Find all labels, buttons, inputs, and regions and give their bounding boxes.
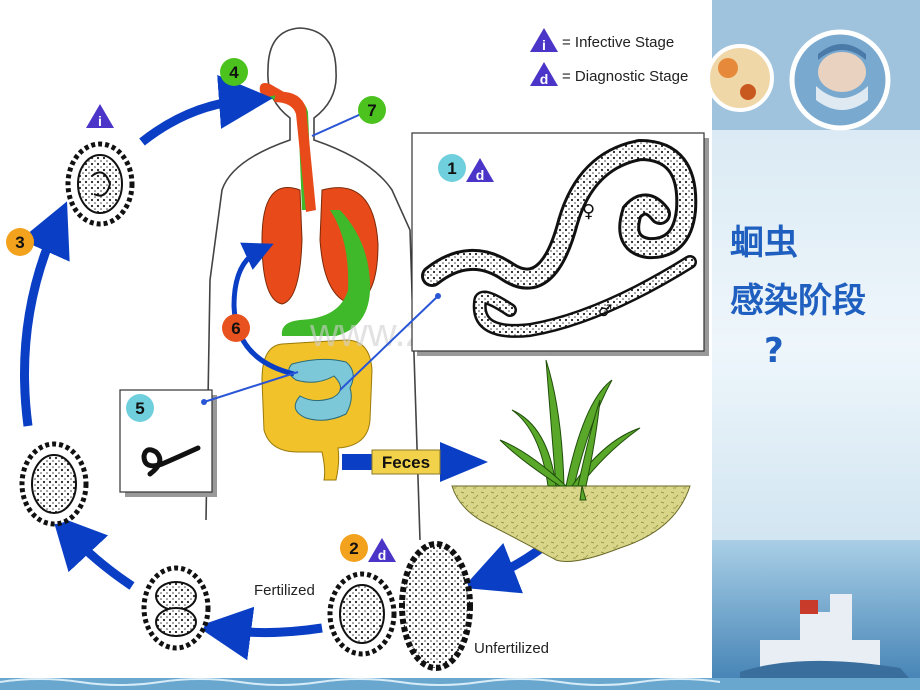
svg-text:d: d [378, 547, 387, 563]
feces-label-box [371, 449, 441, 475]
svg-text:1: 1 [447, 159, 456, 178]
fertilized-egg [327, 571, 397, 657]
stage-3-infective-marker: i [86, 104, 114, 129]
svg-text:3: 3 [15, 233, 24, 252]
male-worm-icon [475, 257, 695, 336]
leader-5-dot [201, 399, 207, 405]
small-intestine-icon [288, 358, 354, 421]
soil-icon [451, 485, 691, 562]
left-lung-icon [261, 187, 303, 305]
male-symbol: ♂ [598, 301, 612, 320]
stage-badge-5: 5 [126, 394, 154, 422]
diagnostic-symbol: d [540, 71, 549, 87]
svg-text:2: 2 [349, 539, 358, 558]
doctor-face-icon [818, 52, 866, 92]
unfertilized-label: Unfertilized [474, 640, 549, 657]
grass-icon [499, 359, 641, 501]
female-worm-icon [424, 141, 695, 287]
arrow-3-to-4 [139, 75, 273, 146]
arrow-6-migration [231, 242, 295, 377]
stage-badge-6: 6 [222, 314, 250, 342]
female-symbol: ♀ [582, 201, 595, 222]
embryonated-egg-3 [65, 141, 135, 227]
leader-5 [203, 371, 299, 403]
arrow-egg-to-3 [20, 201, 70, 427]
egg-early-left [19, 441, 89, 527]
stage-badge-1: 1 d [438, 154, 494, 183]
soil-with-grass [451, 359, 691, 562]
feces-label: Feces [382, 453, 430, 472]
infective-legend-text: = Infective Stage [562, 34, 674, 51]
stage-badge-3: 3 [6, 228, 34, 256]
surgical-cap-icon [818, 44, 866, 60]
infective-triangle-icon [530, 28, 558, 52]
pills-photo-circle [706, 44, 774, 112]
diagnostic-triangle-icon [466, 158, 494, 182]
diagnostic-legend-text: = Diagnostic Stage [562, 68, 688, 85]
leader-1 [339, 295, 439, 391]
legend: i = Infective Stage d = Diagnostic Stage [530, 28, 688, 87]
fertilized-label: Fertilized [254, 582, 315, 599]
svg-text:i: i [98, 113, 102, 129]
pill-icon [718, 58, 738, 78]
side-title-line1: 蛔虫 [730, 223, 798, 263]
infective-symbol: i [542, 37, 546, 53]
pill-icon [740, 84, 756, 100]
infective-triangle-icon [86, 104, 114, 128]
stage-badge-4: 4 [220, 58, 248, 86]
egg-two-cell [141, 565, 211, 651]
diagnostic-triangle-icon [530, 62, 558, 86]
arrow-egg-to-egg [51, 514, 135, 590]
side-title-line2: 感染阶段 [730, 281, 866, 321]
body-outline [205, 27, 421, 541]
svg-text:4: 4 [229, 63, 239, 82]
stage-badge-7: 7 [358, 96, 386, 124]
svg-text:5: 5 [135, 399, 144, 418]
stomach-icon [281, 210, 371, 336]
svg-text:d: d [476, 167, 485, 183]
stage-badge-2: 2 d [340, 534, 396, 563]
side-panel: 蛔虫 感染阶段 ? [706, 0, 920, 690]
side-title-line3: ? [764, 331, 784, 371]
ship-funnel-icon [800, 600, 818, 614]
unfertilized-egg [399, 541, 473, 671]
leader-1-dot [435, 293, 441, 299]
surgical-mask-icon [816, 86, 868, 110]
diagnostic-triangle-icon [368, 538, 396, 562]
arrow-2-to-egg [197, 606, 323, 661]
svg-text:7: 7 [367, 101, 376, 120]
svg-text:6: 6 [231, 319, 240, 338]
larva-icon [141, 445, 201, 477]
cycle-arrows [20, 75, 572, 661]
bottom-wave-line [0, 678, 721, 686]
trachea-icon [274, 91, 316, 212]
